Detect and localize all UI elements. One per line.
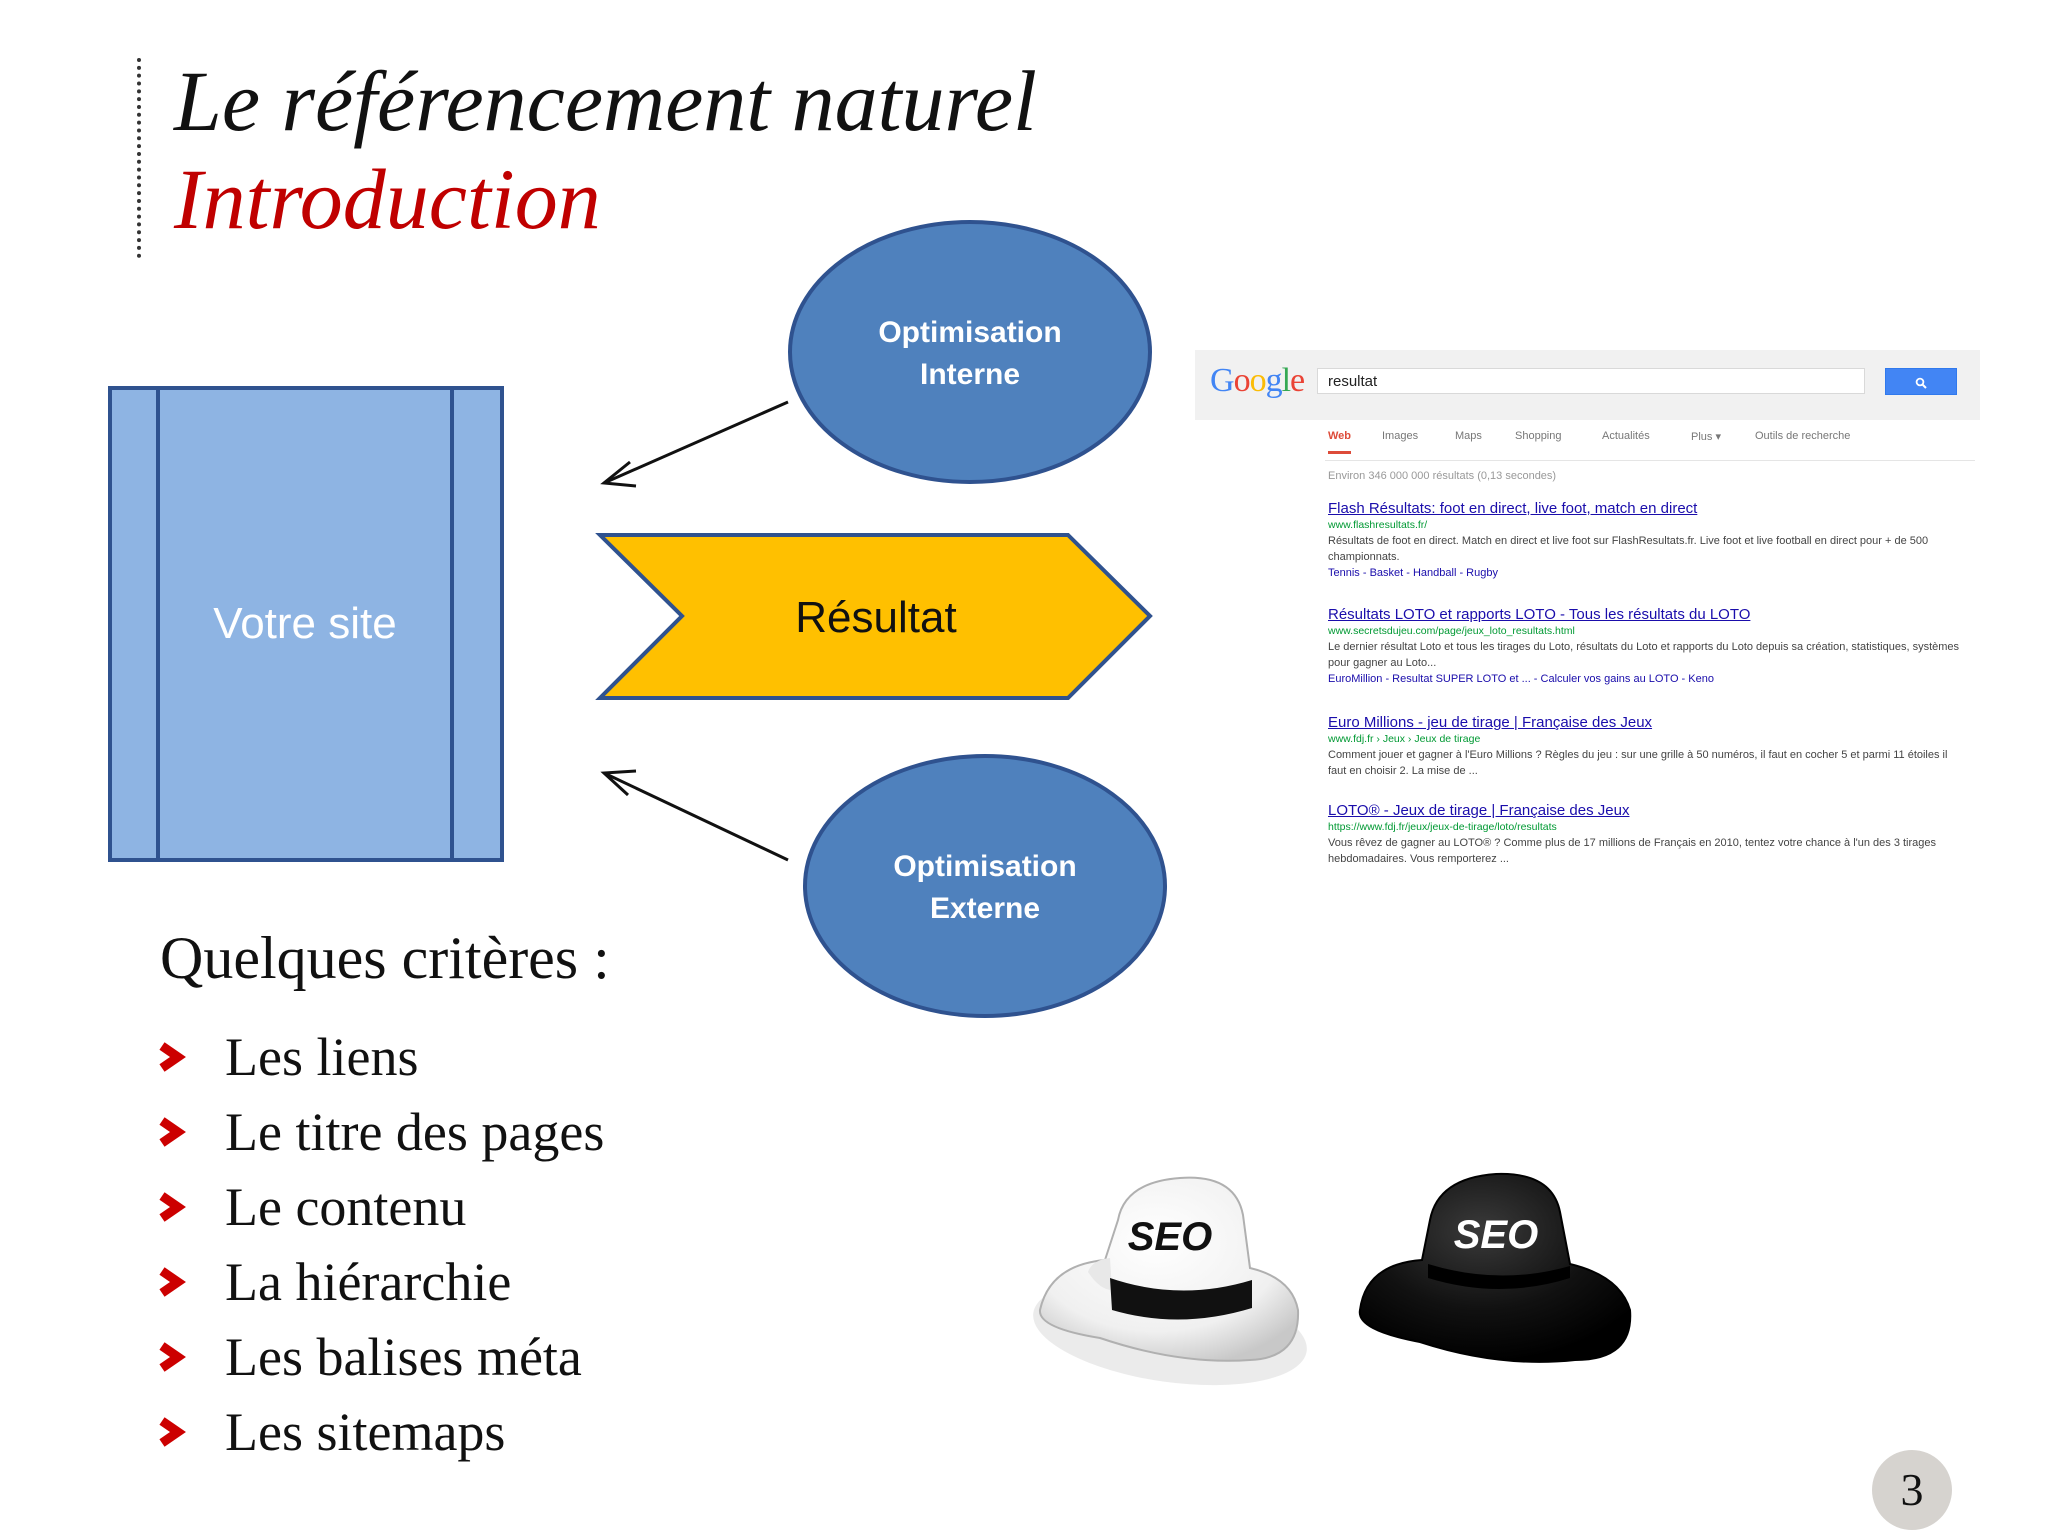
tab-web[interactable]: Web xyxy=(1328,430,1352,454)
list-item-label: Le titre des pages xyxy=(225,1102,605,1162)
search-button[interactable] xyxy=(1885,368,1957,395)
list-item-label: Le contenu xyxy=(225,1177,467,1237)
external-label-line2: Externe xyxy=(930,892,1040,925)
internal-optimisation-ellipse: Optimisation Interne xyxy=(788,220,1152,484)
external-optimisation-ellipse: Optimisation Externe xyxy=(803,754,1167,1018)
result-label: Résultat xyxy=(795,593,956,642)
tab-tools[interactable]: Outils de recherche xyxy=(1755,430,1851,442)
tab-maps[interactable]: Maps xyxy=(1455,430,1482,442)
result-count: Environ 346 000 000 résultats (0,13 seco… xyxy=(1328,470,1557,482)
white-hat: SEO xyxy=(1033,1176,1307,1386)
result-chevron: Résultat xyxy=(595,533,1153,700)
chevron-right-icon xyxy=(159,1267,186,1297)
website-label: Votre site xyxy=(213,599,396,648)
search-result: Résultats LOTO et rapports LOTO - Tous l… xyxy=(1328,606,1968,688)
list-item: Le titre des pages xyxy=(150,1095,604,1170)
result-snippet: Résultats de foot en direct. Match en di… xyxy=(1328,535,1929,563)
result-title-link[interactable]: Flash Résultats: foot en direct, live fo… xyxy=(1328,500,1698,517)
result-snippet: Comment jouer et gagner à l'Euro Million… xyxy=(1328,749,1948,777)
slide-subtitle: Introduction xyxy=(174,151,601,247)
result-title-link[interactable]: LOTO® - Jeux de tirage | Française des J… xyxy=(1328,802,1630,819)
result-snippet: Vous rêvez de gagner au LOTO® ? Comme pl… xyxy=(1328,837,1937,865)
search-tabs: Web Images Maps Shopping Actualités Plus… xyxy=(1325,430,1975,461)
list-item: Les balises méta xyxy=(150,1320,604,1395)
list-item: Le contenu xyxy=(150,1170,604,1245)
seo-hats-illustration: SEO SEO xyxy=(1033,1172,1632,1386)
tab-actualites[interactable]: Actualités xyxy=(1602,430,1650,442)
list-item: Les sitemaps xyxy=(150,1395,604,1470)
list-item-label: Les sitemaps xyxy=(225,1402,506,1462)
chevron-right-icon xyxy=(159,1417,186,1447)
result-sitelinks[interactable]: Tennis - Basket - Handball - Rugby xyxy=(1328,567,1498,579)
white-hat-label: SEO xyxy=(1128,1215,1212,1259)
external-label-line1: Optimisation xyxy=(893,850,1076,883)
result-sitelinks[interactable]: EuroMillion - Resultat SUPER LOTO et ...… xyxy=(1328,673,1714,685)
google-results-screenshot: Google resultat Web Images Maps Shopping… xyxy=(1195,350,1980,890)
criteria-list: Les liens Le titre des pages Le contenu … xyxy=(150,1020,604,1470)
list-item-label: Les liens xyxy=(225,1027,419,1087)
black-hat-label: SEO xyxy=(1454,1213,1538,1257)
page-number: 3 xyxy=(1872,1450,1952,1530)
internal-label-line2: Interne xyxy=(920,358,1020,391)
chevron-right-icon xyxy=(159,1342,186,1372)
search-result: Euro Millions - jeu de tirage | Français… xyxy=(1328,714,1968,779)
result-url: www.secretsdujeu.com/page/jeux_loto_resu… xyxy=(1328,625,1575,637)
slide-title: Le référencement naturel xyxy=(174,53,1037,149)
list-item-label: Les balises méta xyxy=(225,1327,582,1387)
list-item: La hiérarchie xyxy=(150,1245,604,1320)
list-item-label: La hiérarchie xyxy=(225,1252,512,1312)
chevron-right-icon xyxy=(159,1117,186,1147)
tab-shopping[interactable]: Shopping xyxy=(1515,430,1562,442)
tab-plus[interactable]: Plus ▾ xyxy=(1691,431,1721,443)
criteria-heading: Quelques critères : xyxy=(160,925,610,991)
internal-label-line1: Optimisation xyxy=(878,316,1061,349)
chevron-right-icon xyxy=(159,1192,186,1222)
external-arrow xyxy=(600,769,789,862)
list-item: Les liens xyxy=(150,1020,604,1095)
result-url: www.fdj.fr › Jeux › Jeux de tirage xyxy=(1328,733,1481,745)
search-result: Flash Résultats: foot en direct, live fo… xyxy=(1328,500,1968,582)
title-divider xyxy=(137,58,141,258)
internal-arrow xyxy=(600,400,789,488)
search-icon xyxy=(1915,377,1927,389)
result-url: www.flashresultats.fr/ xyxy=(1328,519,1428,531)
result-title-link[interactable]: Euro Millions - jeu de tirage | Français… xyxy=(1328,714,1653,731)
result-title-link[interactable]: Résultats LOTO et rapports LOTO - Tous l… xyxy=(1328,606,1751,623)
chevron-right-icon xyxy=(159,1042,186,1072)
google-header: Google resultat xyxy=(1195,350,1980,420)
search-input[interactable]: resultat xyxy=(1317,368,1865,394)
tab-images[interactable]: Images xyxy=(1382,430,1419,442)
black-hat: SEO xyxy=(1358,1172,1632,1363)
website-box: Votre site xyxy=(108,386,504,862)
result-url: https://www.fdj.fr/jeux/jeux-de-tirage/l… xyxy=(1328,821,1557,833)
search-result: LOTO® - Jeux de tirage | Française des J… xyxy=(1328,802,1968,867)
result-snippet: Le dernier résultat Loto et tous les tir… xyxy=(1328,641,1960,669)
google-logo: Google xyxy=(1210,362,1305,399)
